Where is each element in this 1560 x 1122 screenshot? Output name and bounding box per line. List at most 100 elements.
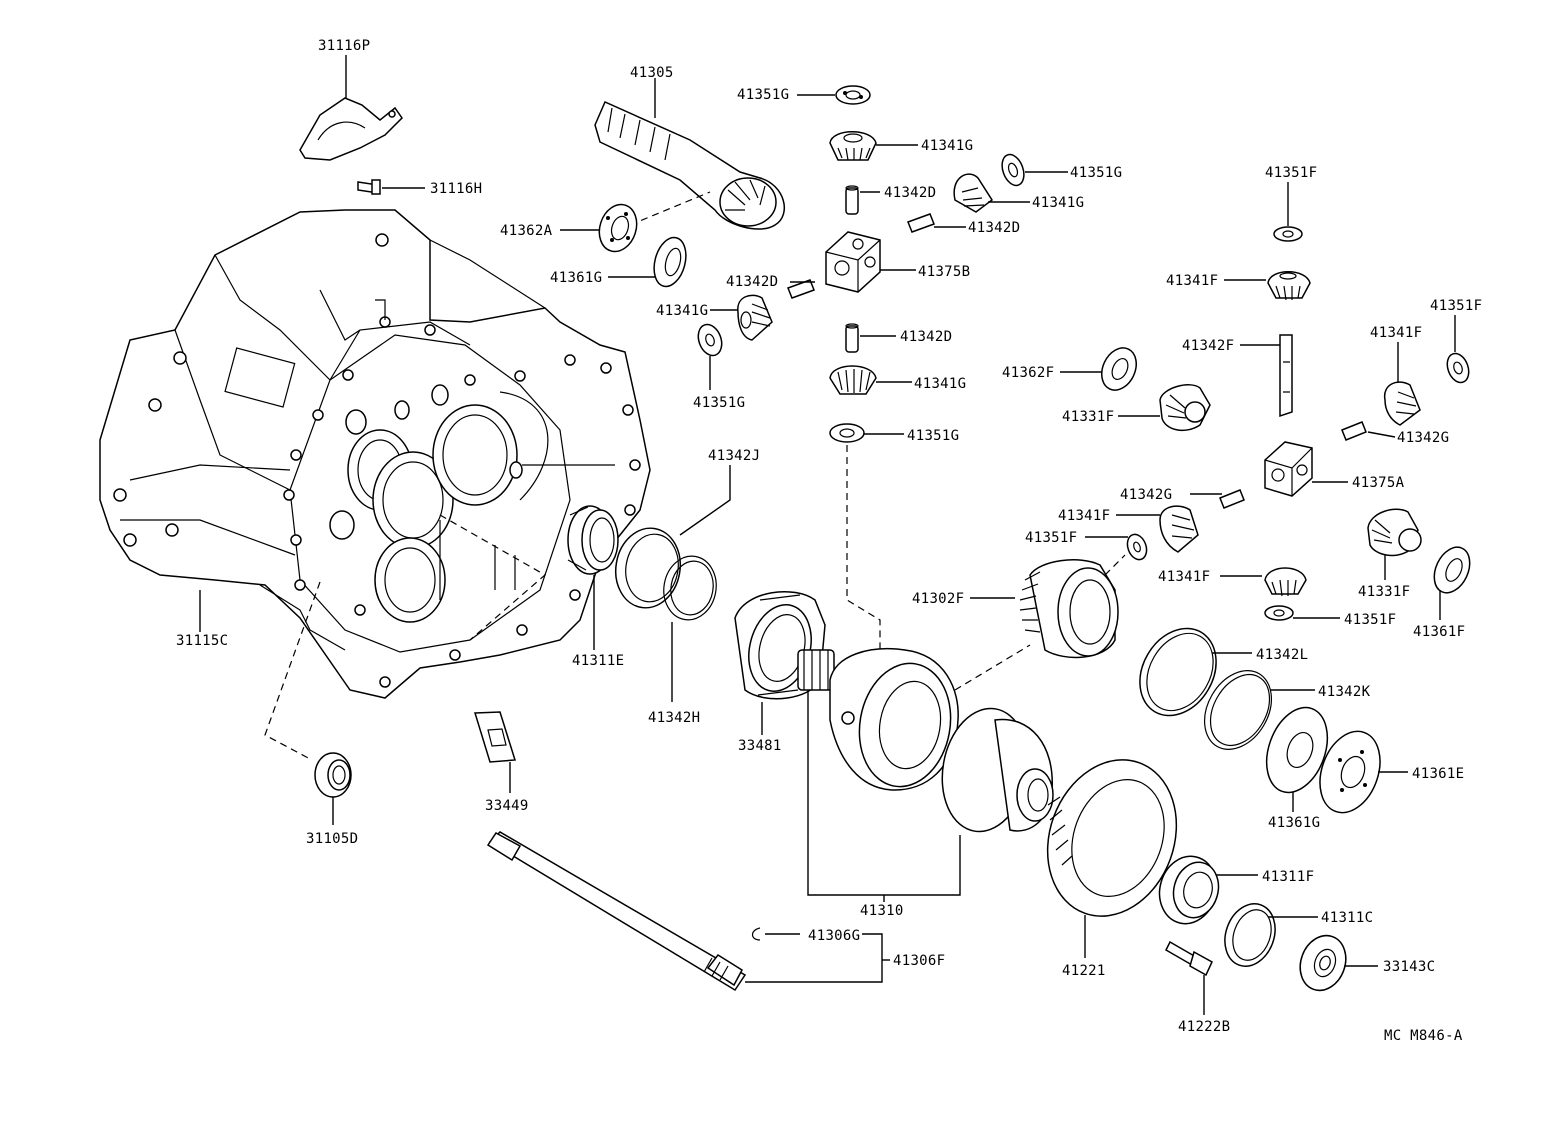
- part-41351F-washer-4: [1264, 605, 1294, 621]
- part-41311C-race: [1224, 903, 1276, 967]
- label-41306G: 41306G: [808, 928, 860, 944]
- label-41342D: 41342D: [900, 329, 952, 345]
- label-41341G: 41341G: [1032, 195, 1084, 211]
- part-41342H-snap-ring: [663, 555, 717, 621]
- label-41341G: 41341G: [914, 376, 966, 392]
- label-33481: 33481: [738, 738, 782, 754]
- label-41342D: 41342D: [884, 185, 936, 201]
- part-41305-pinion-shaft: [594, 101, 785, 230]
- part-31105D-seal: [314, 752, 352, 798]
- label-31116P: 31116P: [318, 38, 370, 54]
- label-41351F: 41351F: [1344, 612, 1396, 628]
- label-41342G: 41342G: [1120, 487, 1172, 503]
- label-41362A: 41362A: [500, 223, 553, 239]
- label-41351F: 41351F: [1430, 298, 1482, 314]
- part-41361G-washer-top: [653, 236, 687, 288]
- part-41341F-gear-3: [1159, 505, 1199, 553]
- label-41305: 41305: [630, 65, 674, 81]
- label-41341F: 41341F: [1166, 273, 1218, 289]
- label-41311E: 41311E: [572, 653, 624, 669]
- label-41342D: 41342D: [726, 274, 778, 290]
- part-41341F-gear-1: [1267, 271, 1311, 301]
- label-41361E: 41361E: [1412, 766, 1464, 782]
- part-41351G-washer-4: [829, 423, 865, 443]
- label-33449: 33449: [485, 798, 529, 814]
- label-41361G: 41361G: [550, 270, 602, 286]
- label-41342H: 41342H: [648, 710, 700, 726]
- part-41302F-gear-case: [1019, 559, 1119, 659]
- part-41342G-pin-1: [1341, 421, 1367, 441]
- part-41341G-gear-3: [737, 294, 773, 341]
- part-41342F-shaft: [1279, 334, 1293, 418]
- part-41342D-pin-4: [845, 323, 859, 353]
- label-41310: 41310: [860, 903, 904, 919]
- label-41341G: 41341G: [921, 138, 973, 154]
- label-41341F: 41341F: [1370, 325, 1422, 341]
- part-41351G-washer-2: [1001, 153, 1025, 187]
- part-31116P-cover: [299, 97, 403, 161]
- label-41342J: 41342J: [708, 448, 760, 464]
- label-41331F: 41331F: [1062, 409, 1114, 425]
- part-33143C-seal: [1299, 934, 1347, 992]
- part-41310-flange: [941, 707, 1054, 833]
- part-41341F-gear-4: [1264, 567, 1307, 597]
- part-41361G-washer-bottom: [1265, 706, 1329, 794]
- label-41351G: 41351G: [693, 395, 745, 411]
- part-41341G-gear-4: [829, 365, 877, 395]
- label-41351G: 41351G: [737, 87, 789, 103]
- label-41351G: 41351G: [907, 428, 959, 444]
- label-31115C: 31115C: [176, 633, 228, 649]
- part-41342J-ring: [614, 527, 682, 609]
- part-41351F-washer-3: [1126, 533, 1148, 561]
- part-41342K-snap-ring: [1203, 670, 1273, 750]
- label-41222B: 41222B: [1178, 1019, 1230, 1035]
- part-41342D-pin-3: [787, 279, 815, 299]
- part-41351F-washer-2: [1446, 352, 1470, 384]
- part-41351G-washer-3: [697, 323, 723, 357]
- label-41361F: 41361F: [1413, 624, 1465, 640]
- part-41306F-drive-shaft: [486, 831, 747, 992]
- part-41351F-washer-1: [1273, 226, 1303, 242]
- part-41375A-cross-block: [1264, 441, 1313, 497]
- label-41342G: 41342G: [1397, 430, 1449, 446]
- label-41351F: 41351F: [1265, 165, 1317, 181]
- part-41342D-pin-2: [907, 213, 935, 233]
- part-41311E-bearing: [567, 505, 619, 575]
- label-41341G: 41341G: [656, 303, 708, 319]
- part-41310-differential-case: [797, 648, 959, 791]
- part-41341G-gear-2: [953, 173, 994, 213]
- part-41342G-pin-2: [1219, 489, 1245, 509]
- part-41222B-bolt: [1165, 940, 1213, 977]
- part-labels: 31116P 31116H 31115C 31105D 33449 41305 …: [176, 38, 1482, 1044]
- part-41331F-gear-1: [1159, 384, 1211, 432]
- label-41375B: 41375B: [918, 264, 970, 280]
- label-41341F: 41341F: [1158, 569, 1210, 585]
- part-41361E-washer: [1319, 730, 1381, 814]
- part-41361F-washer: [1433, 546, 1471, 594]
- label-41342D: 41342D: [968, 220, 1020, 236]
- label-31105D: 31105D: [306, 831, 358, 847]
- label-41331F: 41331F: [1358, 584, 1410, 600]
- part-31116H-bolt: [357, 179, 381, 195]
- label-41351F: 41351F: [1025, 530, 1077, 546]
- label-41361G: 41361G: [1268, 815, 1320, 831]
- label-41311F: 41311F: [1262, 869, 1314, 885]
- part-41362A-washer: [598, 203, 638, 253]
- label-41342F: 41342F: [1182, 338, 1234, 354]
- part-41342D-pin-1: [845, 185, 859, 215]
- part-41341F-gear-2: [1383, 381, 1421, 426]
- label-41311C: 41311C: [1321, 910, 1373, 926]
- part-41351G-washer-1: [835, 85, 871, 105]
- part-41311F-bearing: [1158, 855, 1220, 925]
- label-41221: 41221: [1062, 963, 1106, 979]
- label-33143C: 33143C: [1383, 959, 1435, 975]
- part-41375B-cross-block: [825, 231, 881, 293]
- label-41362F: 41362F: [1002, 365, 1054, 381]
- diagram-reference: MC M846-A: [1384, 1028, 1463, 1044]
- label-41341F: 41341F: [1058, 508, 1110, 524]
- label-31116H: 31116H: [430, 181, 482, 197]
- part-41331F-gear-2: [1367, 508, 1422, 557]
- transaxle-housing: [99, 209, 651, 699]
- part-41342L-ring: [1139, 627, 1217, 717]
